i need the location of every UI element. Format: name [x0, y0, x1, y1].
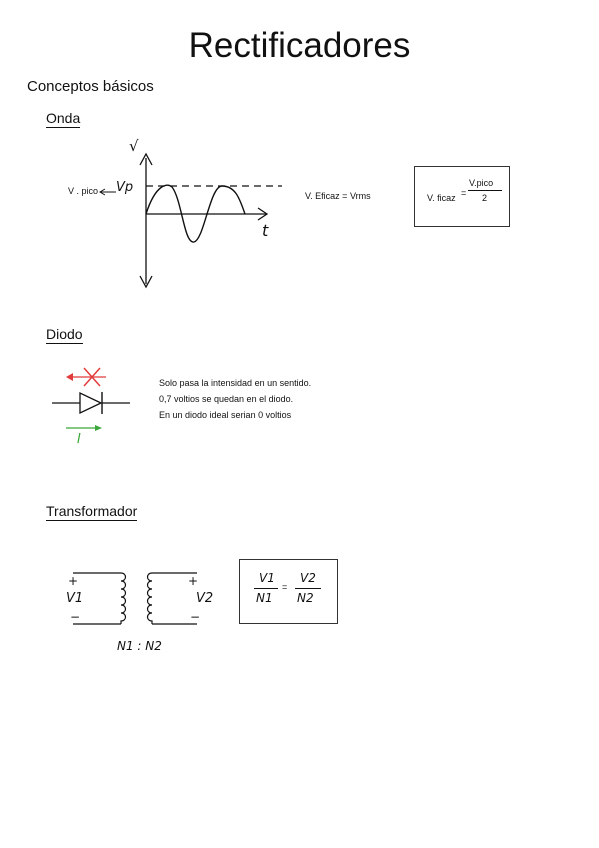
primary-voltage: V1: [66, 591, 84, 606]
primary-minus: −: [70, 610, 81, 624]
rms-formula-lhs: V. ficaz: [427, 193, 456, 203]
formula-den1: N1: [256, 591, 273, 605]
voltage-axis-label: √: [129, 137, 139, 155]
rms-formula-box: V. ficaz = V.pico 2: [414, 166, 510, 227]
current-symbol: I: [77, 432, 81, 447]
primary-plus: +: [68, 574, 79, 588]
secondary-plus: +: [188, 574, 199, 588]
transformer-formula-box: V1 N1 = V2 N2: [239, 559, 338, 624]
section-heading-onda: Onda: [46, 110, 81, 128]
diode-note-1: Solo pasa la intensidad en un sentido.: [159, 378, 312, 388]
v-pico-label: V . pico: [68, 186, 99, 196]
rms-formula-equals: =: [461, 188, 467, 198]
section-heading-diodo: Diodo: [46, 326, 83, 344]
secondary-minus: −: [190, 610, 201, 624]
time-axis-label: t: [262, 221, 269, 240]
section-heading-transformador: Transformador: [46, 503, 138, 521]
diode-note-3: En un diodo ideal serian 0 voltios: [159, 410, 292, 420]
fraction-bar: [468, 190, 502, 191]
formula-equals: =: [282, 582, 288, 592]
secondary-voltage: V2: [196, 591, 214, 606]
rms-definition: V. Eficaz = Vrms: [305, 191, 371, 201]
rms-formula-numerator: V.pico: [469, 178, 494, 188]
page-subtitle: Conceptos básicos: [27, 78, 154, 95]
fraction-bar-1: [254, 588, 278, 589]
page-title: Rectificadores: [188, 26, 411, 65]
fraction-bar-2: [295, 588, 321, 589]
diode-note-2: 0,7 voltios se quedan en el diodo.: [159, 394, 294, 404]
formula-den2: N2: [297, 591, 314, 605]
formula-num1: V1: [259, 571, 275, 585]
vp-symbol: Vp: [116, 180, 134, 195]
turns-ratio: N1 : N2: [117, 639, 162, 653]
rms-formula-denominator: 2: [482, 193, 488, 203]
formula-num2: V2: [300, 571, 316, 585]
